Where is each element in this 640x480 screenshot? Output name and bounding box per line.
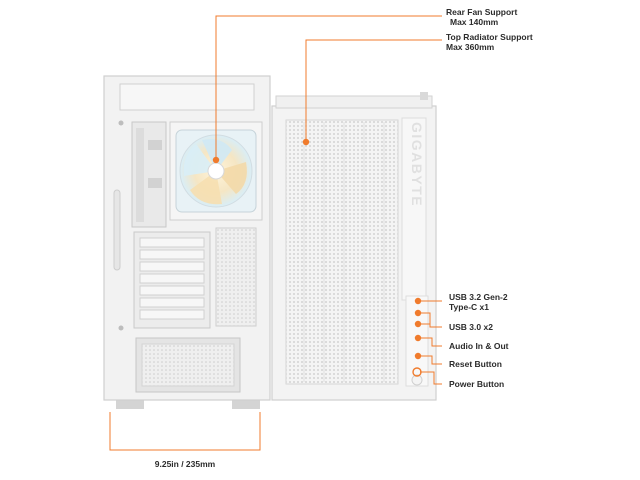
callout-dot-icon <box>212 156 220 164</box>
reset-label: Reset Button <box>449 359 502 369</box>
usb-c-label-line2: Type-C x1 <box>449 302 489 312</box>
dimension-width-label: 9.25in / 235mm <box>154 459 216 469</box>
callout-dot-icon <box>414 297 422 305</box>
power-button[interactable] <box>411 374 423 386</box>
rear-screw-bottom <box>118 325 124 331</box>
callout-dot-icon <box>302 138 310 146</box>
top-radiator-label-line2: Max 360mm <box>446 42 495 52</box>
usb-c-label: USB 3.2 Gen-2 Type-C x1 <box>449 292 508 312</box>
psu-mesh <box>141 343 235 387</box>
rear-fan-label-line2: Max 140mm <box>450 17 499 27</box>
callout-dot-icon <box>414 309 422 317</box>
dimension-bracket <box>109 412 261 451</box>
callout-line-audio <box>418 337 442 347</box>
top-radiator-label: Top Radiator Support Max 360mm <box>446 32 533 52</box>
callout-dot-icon <box>414 334 422 342</box>
rear-side-vent <box>215 227 257 327</box>
callout-ring-icon <box>412 367 422 377</box>
front-mesh <box>285 119 399 385</box>
callout-dots <box>212 138 422 360</box>
front-mesh-ribs <box>303 122 385 382</box>
top-radiator-label-line1: Top Radiator Support <box>446 32 533 42</box>
front-logo-strip <box>401 117 427 301</box>
rear-view <box>103 75 271 409</box>
expansion-slots <box>139 237 205 320</box>
front-top-plate <box>275 95 433 109</box>
usb-a-label: USB 3.0 x2 <box>449 322 493 332</box>
rear-screw-top <box>118 120 124 126</box>
front-view: GIGABYTE <box>271 92 437 401</box>
callout-line-power <box>420 371 442 385</box>
io-port-block-1 <box>148 140 162 150</box>
callout-line-reset <box>418 355 442 365</box>
gigabyte-logo-text: GIGABYTE <box>409 122 425 207</box>
callout-line-usb-a-top <box>418 312 442 328</box>
fan-icon <box>175 129 257 213</box>
rear-fan-label-line1: Rear Fan Support <box>446 7 518 17</box>
callout-line-top-radiator <box>305 39 442 142</box>
callout-lines <box>109 15 442 451</box>
callout-dot-icon <box>414 320 422 328</box>
callout-dot-icon <box>414 352 422 360</box>
rear-fan-label: Rear Fan Support Max 140mm <box>446 7 517 27</box>
callout-line-rear-fan <box>215 15 442 160</box>
io-port-block-2 <box>148 178 162 188</box>
io-shield-strip <box>136 128 144 222</box>
front-top-tab <box>420 92 428 100</box>
audio-label: Audio In & Out <box>449 341 509 351</box>
usb-c-label-line1: USB 3.2 Gen-2 <box>449 292 508 302</box>
power-label: Power Button <box>449 379 505 389</box>
rear-top-bar <box>119 83 255 111</box>
rear-handle <box>113 189 121 271</box>
